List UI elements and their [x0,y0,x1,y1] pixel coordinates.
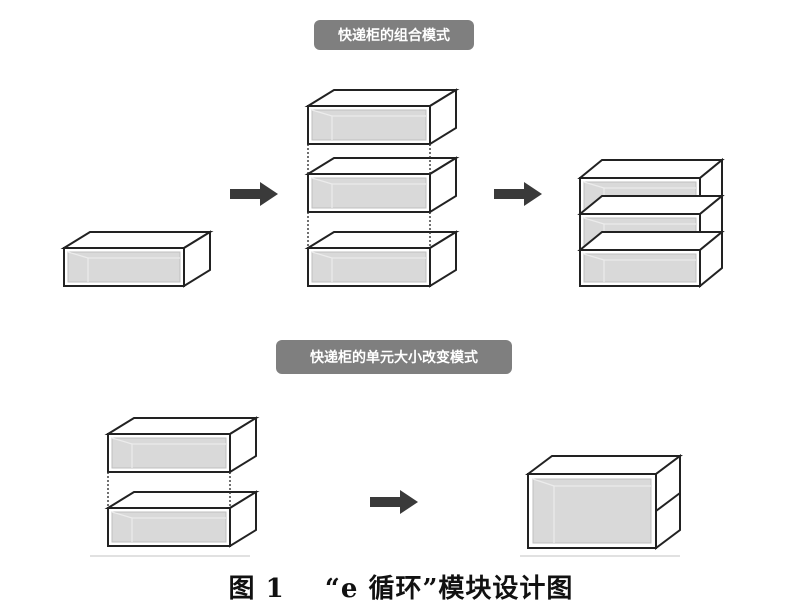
enlarged-cabinet-side-divider [655,492,681,512]
stack-cabinet-bottom-opening [311,251,427,283]
pair-cabinet-top [104,416,260,474]
stack-guide-lines [107,144,431,508]
stack-cabinet-bottom [304,230,460,288]
single-cabinet [60,230,214,288]
figure-title: “e 循环”模块设计图 [324,574,574,604]
pair-cabinet-bottom-opening [111,511,227,543]
enlarged-cabinet [525,454,683,550]
stack-cabinet-middle [304,156,460,214]
cabinet-boxes [60,88,725,550]
combination-mode-text: 快递柜的组合模式 [338,27,450,44]
assembled-cabinet-top-top [577,159,725,179]
stack-cabinet-top [304,88,460,146]
stack-cabinet-middle-opening [311,177,427,209]
figure-number: 图 1 [228,574,285,604]
arrow-pair-to-enlarged [370,490,418,514]
enlarged-cabinet-opening [532,478,652,544]
unit-resize-mode-label: 快递柜的单元大小改变模式 [276,340,512,374]
combination-mode-label: 快递柜的组合模式 [314,20,474,50]
pair-cabinet-bottom [104,490,260,548]
unit-resize-mode-text: 快递柜的单元大小改变模式 [310,349,478,366]
flow-arrows [230,182,542,514]
assembled-cabinet-bottom [577,229,725,289]
enlarged-cabinet-top [525,455,683,475]
figure-caption: 图 1 “e 循环”模块设计图 [0,568,802,605]
assembled-cabinet-bottom-top [577,231,725,251]
arrow-single-to-stack [230,182,278,206]
assembled-cabinet-bottom-opening [583,253,697,283]
pair-cabinet-top-opening [111,437,227,469]
assembled-cabinet-middle-top [577,195,725,215]
stack-cabinet-top-opening [311,109,427,141]
arrow-stack-to-assembled [494,182,542,206]
